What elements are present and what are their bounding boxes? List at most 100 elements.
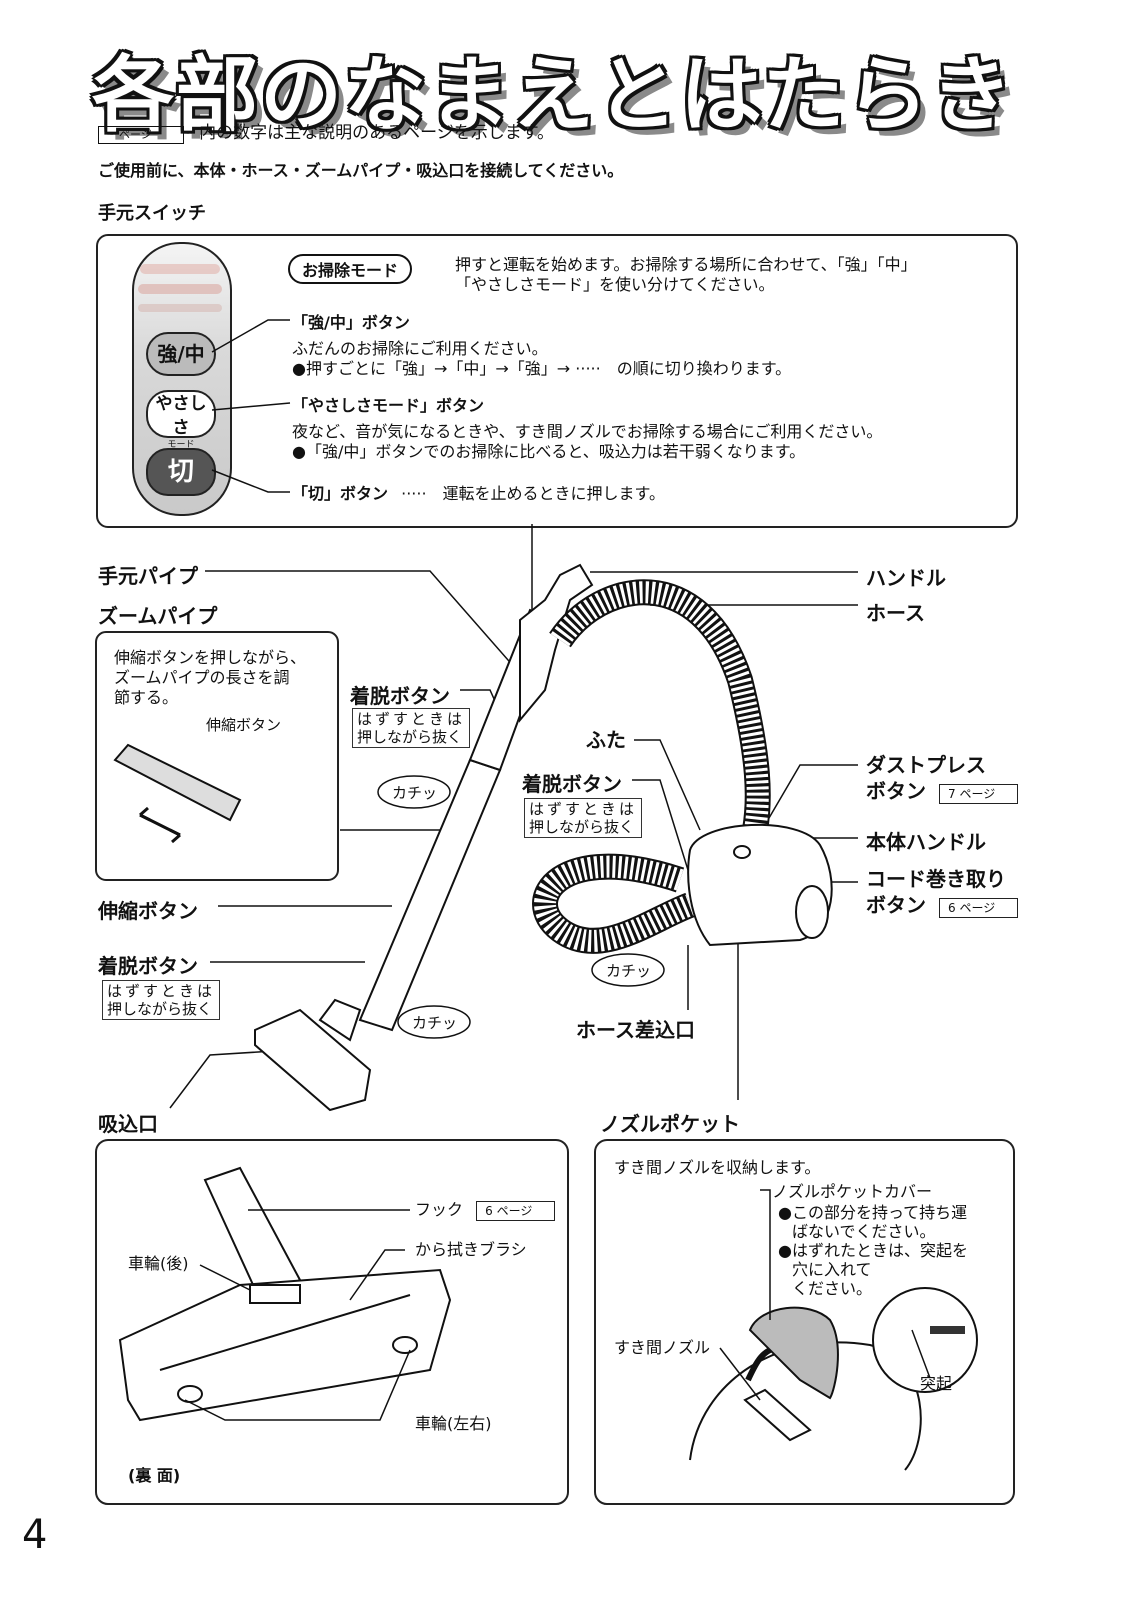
strong-medium-key[interactable]: 強/中	[146, 332, 216, 376]
switch-stripe	[140, 264, 220, 274]
switch-panel	[96, 234, 1018, 528]
side-wheel-left	[177, 1385, 203, 1403]
off-button-text: ····· 運転を止めるときに押します。	[401, 484, 665, 503]
cord-line2: ボタン 6 ページ	[866, 892, 1019, 918]
off-key[interactable]: 切	[146, 448, 216, 496]
arrow-head	[139, 806, 181, 844]
extend-button-label: 伸縮ボタン	[98, 899, 198, 923]
mode-line-2: 「やさしさモード」を使い分けてください。	[455, 275, 775, 294]
back-side-label: (裏 面)	[128, 1466, 181, 1485]
cord-button-word: ボタン	[866, 893, 926, 917]
pocket-bullet-line: ●この部分を持って持ち運	[778, 1203, 968, 1222]
cord-rewind-label: コード巻き取り ボタン 6 ページ	[866, 866, 1019, 918]
switch-stripe	[138, 284, 222, 294]
detach-note-1: はずすときは 押しながら抜く	[352, 708, 471, 748]
crevice-nozzle-label: すき間ノズル	[614, 1338, 711, 1357]
side-wheel-label: 車輪(左右)	[415, 1414, 492, 1433]
body-handle-label: 本体ハンドル	[866, 830, 986, 854]
vacuum-body	[687, 823, 833, 947]
detach-note-line: 押しながら抜く	[529, 818, 635, 836]
cord-line: コード巻き取り	[866, 867, 1006, 891]
switch-heading: 手元スイッチ	[98, 203, 206, 224]
detach-button-1-label: 着脱ボタン	[350, 684, 450, 708]
rear-wheel-label: 車輪(後)	[128, 1254, 189, 1273]
cleaning-mode-pill: お掃除モード	[288, 254, 413, 284]
mode-description: お掃除モード	[288, 254, 413, 284]
off-button-desc: 「切」ボタン ····· 運転を止めるときに押します。	[292, 484, 665, 504]
page-title: 各部のなまえとはたらき	[92, 48, 1015, 143]
wiping-brush-label: から拭きブラシ	[415, 1240, 527, 1259]
page-ref-note-text: 内の数字は主な説明のあるページを示します。	[199, 123, 555, 143]
gentle-mode-key[interactable]: やさしさ モード	[146, 390, 216, 450]
leader-line	[632, 779, 689, 871]
leader-line	[911, 1329, 931, 1379]
mode-text: 押すと運転を始めます。お掃除する場所に合わせて、「強」「中」 「やさしさモード」…	[455, 255, 995, 295]
hose-label: ホース	[866, 601, 925, 625]
leader-line	[760, 1189, 771, 1320]
hand-switch-illustration: 強/中 やさしさ モード 切	[132, 242, 232, 516]
page-reference-note: ページ 内の数字は主な説明のあるページを示します。	[98, 122, 554, 144]
dust-press-label: ダストプレス ボタン 7 ページ	[866, 752, 1019, 804]
mode-line-1: 押すと運転を始めます。お掃除する場所に合わせて、「強」「中」	[455, 255, 917, 274]
leader-line	[211, 469, 290, 493]
lid-label: ふた	[586, 728, 626, 752]
dust-page-tag: 7 ページ	[938, 784, 1019, 804]
pocket-bullet-line: ばないでください。	[792, 1222, 936, 1241]
nozzle-pocket-label: ノズルポケット	[600, 1112, 740, 1136]
strong-button-bullet: ●押すごとに「強」→「中」→「強」→ ····· の順に切り換わります。	[292, 359, 792, 378]
instruction-text: ご使用前に、本体・ホース・ズームパイプ・吸込口を接続してください。	[98, 161, 624, 180]
dust-page-number: 7	[947, 787, 956, 801]
hose-inner	[550, 581, 769, 832]
gentle-button-title: 「やさしさモード」ボタン	[292, 396, 485, 415]
leader-line	[719, 1347, 761, 1401]
zoom-pipe-label: ズームパイプ	[98, 604, 218, 628]
detach-note-line: はずすときは	[357, 710, 466, 728]
zoom-desc-line: ズームパイプの長さを調	[114, 668, 290, 687]
cord-page-tag: 6 ページ	[938, 898, 1019, 918]
pocket-bullet-line: 穴に入れて	[792, 1260, 872, 1279]
detach-note-2: はずすときは 押しながら抜く	[524, 798, 643, 838]
leader-line	[349, 1249, 405, 1301]
hook-label: フック 6 ページ	[415, 1200, 556, 1221]
detail-magnifier	[872, 1287, 978, 1393]
dust-press-button-word: ボタン	[866, 779, 926, 803]
nozzle-neck	[318, 998, 362, 1042]
hook-page-tag: 6 ページ	[476, 1201, 556, 1221]
detach-note-line: はずすときは	[107, 982, 216, 1000]
side-wheel-right	[392, 1336, 418, 1354]
click-text: カチッ	[412, 1014, 458, 1032]
floor-nozzle	[254, 1008, 372, 1112]
hook-page-number: 6	[485, 1204, 493, 1218]
zoom-desc-line: 節する。	[114, 688, 179, 707]
detach-button-2-label: 着脱ボタン	[522, 772, 622, 796]
pocket-cover-label: ノズルポケットカバー	[772, 1182, 933, 1201]
protrusion-label: 突起	[920, 1374, 953, 1393]
leader-line	[205, 570, 523, 677]
hose-loop-inner	[534, 855, 695, 952]
click-bubble	[397, 1005, 471, 1039]
crevice-nozzle	[743, 1388, 812, 1442]
hook-text: フック	[415, 1200, 464, 1219]
page-word: ページ	[959, 901, 996, 915]
click-bubble	[377, 775, 451, 809]
pocket-bullets: ●この部分を持って持ち運 ばないでください。 ●はずれたときは、突起を 穴に入れ…	[778, 1203, 968, 1298]
leader-line	[761, 764, 858, 831]
cord-page-number: 6	[947, 901, 956, 915]
detach-note-3: はずすときは 押しながら抜く	[102, 980, 221, 1020]
hand-pipe-grip	[519, 563, 594, 723]
gentle-button-text: 夜など、音が気になるときや、すき間ノズルでお掃除する場合にご利用ください。	[292, 422, 883, 441]
page-ref-tag: ページ	[98, 126, 184, 144]
click-bubble	[591, 953, 665, 987]
page-word: ページ	[959, 787, 996, 801]
page-ref-tag-label: ページ	[119, 128, 152, 141]
strong-button-text: ふだんのお掃除にご利用ください。	[292, 339, 548, 358]
gentle-key-label: やさしさ	[155, 394, 207, 438]
page-word: ページ	[496, 1204, 533, 1218]
strong-button-title: 「強/中」ボタン	[292, 313, 410, 332]
lift-arrow	[745, 1347, 772, 1382]
hand-pipe-label: 手元パイプ	[98, 564, 198, 588]
pocket-description: すき間ノズルを収納します。	[614, 1158, 821, 1177]
wiping-brush-line	[159, 1294, 411, 1371]
gentle-button-bullet: ●「強/中」ボタンでのお掃除に比べると、吸込力は若干弱くなります。	[292, 442, 806, 461]
